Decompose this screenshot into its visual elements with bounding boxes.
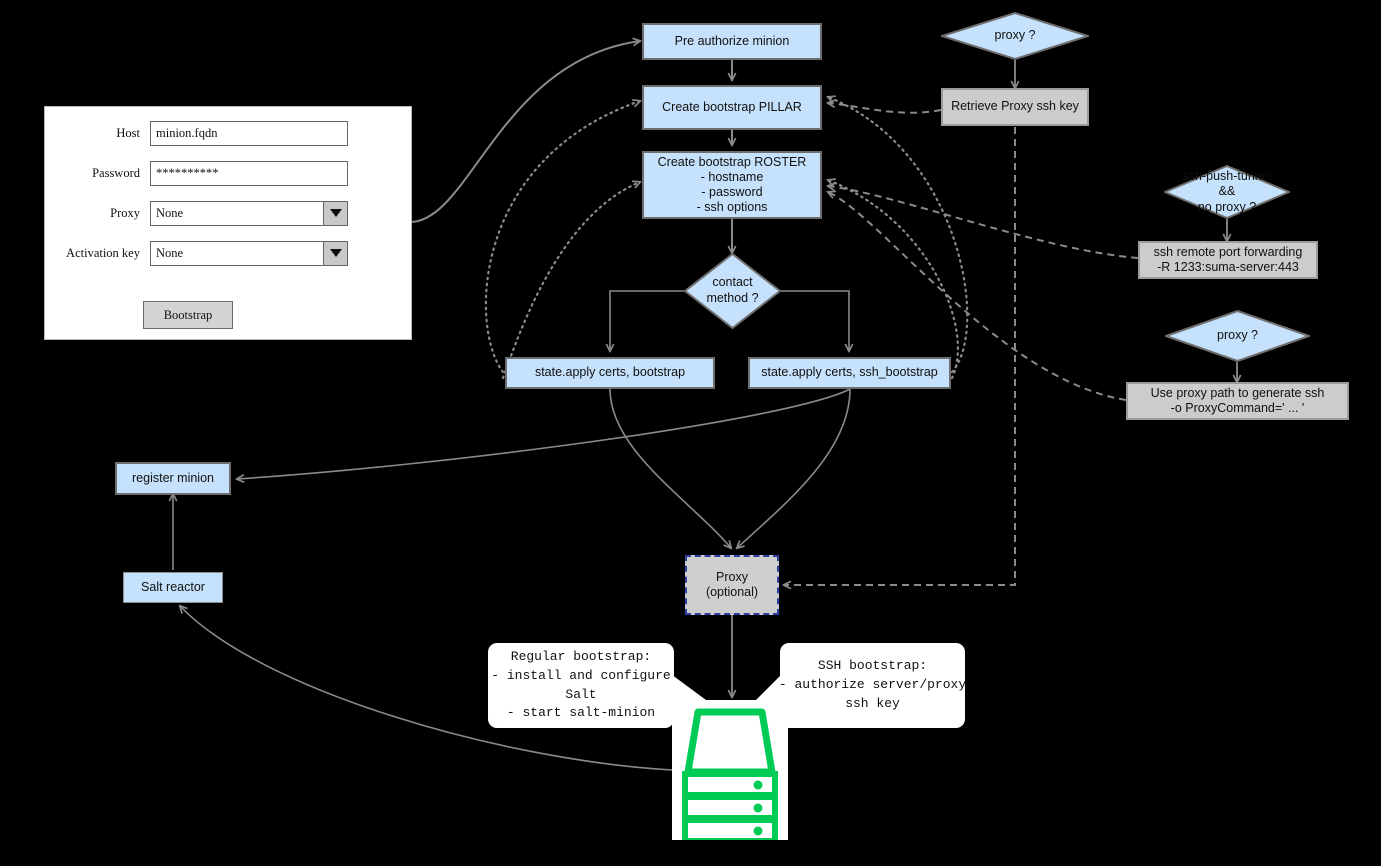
password-input[interactable]: ********** [150, 160, 348, 186]
proxy-decision-top-label: proxy ? [994, 28, 1036, 43]
proxy-optional-line1: Proxy [716, 569, 748, 584]
push-tunnel-line2: && [1218, 184, 1236, 199]
node-ssh-remote-port-forwarding[interactable]: ssh remote port forwarding -R 1233:suma-… [1138, 241, 1318, 279]
proxy-decision-bottom-label: proxy ? [1217, 328, 1258, 343]
activation-key-label: Activation key [66, 245, 140, 260]
node-retrieve-proxy-ssh-key[interactable]: Retrieve Proxy ssh key [941, 88, 1089, 126]
node-salt-reactor[interactable]: Salt reactor [123, 572, 223, 603]
ssh-remote-line1: ssh remote port forwarding [1153, 244, 1303, 259]
node-use-proxy-path[interactable]: Use proxy path to generate ssh -o ProxyC… [1126, 382, 1349, 420]
roster-line-password: - password [701, 185, 763, 199]
roster-title: Create bootstrap ROSTER [657, 154, 807, 169]
callout-ssh-bootstrap: SSH bootstrap: - authorize server/proxy … [779, 643, 966, 728]
form-row-password: Password ********** [45, 160, 348, 186]
form-row-host: Host minion.fqdn [45, 120, 348, 146]
proxy-label: Proxy [110, 205, 140, 220]
proxy-select-value: None [156, 205, 184, 220]
server-stack-icon [672, 700, 788, 844]
chevron-down-icon[interactable] [323, 201, 347, 225]
use-proxy-path-line2: -o ProxyCommand=' ... ' [1170, 401, 1305, 415]
node-state-apply-bootstrap[interactable]: state.apply certs, bootstrap [505, 357, 715, 389]
node-contact-method-decision[interactable]: contact method ? [684, 253, 781, 329]
use-proxy-path-line1: Use proxy path to generate ssh [1150, 385, 1325, 400]
roster-line-ssh-options: - ssh options [696, 200, 768, 215]
password-label: Password [92, 165, 140, 180]
chevron-down-icon[interactable] [323, 241, 347, 265]
host-label: Host [116, 125, 140, 140]
ssh-remote-line2: -R 1233:suma-server:443 [1157, 260, 1299, 274]
proxy-optional-line2: (optional) [705, 585, 759, 599]
activation-key-select[interactable]: None [150, 240, 348, 266]
form-row-proxy: Proxy None [45, 200, 348, 226]
node-state-apply-ssh-bootstrap[interactable]: state.apply certs, ssh_bootstrap [748, 357, 951, 389]
host-input[interactable]: minion.fqdn [150, 120, 348, 146]
node-create-bootstrap-roster[interactable]: Create bootstrap ROSTER - hostname - pas… [642, 151, 822, 219]
form-row-activation-key: Activation key None [45, 240, 348, 266]
node-proxy-decision-top[interactable]: proxy ? [941, 12, 1089, 60]
node-pre-authorize-minion[interactable]: Pre authorize minion [642, 23, 822, 60]
contact-method-line2: method ? [706, 291, 759, 305]
node-create-bootstrap-pillar[interactable]: Create bootstrap PILLAR [642, 85, 822, 130]
node-proxy-decision-bottom[interactable]: proxy ? [1165, 310, 1310, 362]
push-tunnel-line3: no proxy ? [1197, 199, 1257, 214]
callout-regular-bootstrap: Regular bootstrap: - install and configu… [488, 643, 674, 728]
node-ssh-push-tunnel-decision[interactable]: ssh-push-tunnel && no proxy ? [1164, 165, 1290, 219]
activation-key-select-value: None [156, 245, 184, 260]
contact-method-line1: contact [712, 275, 753, 290]
bootstrap-form-panel: Host minion.fqdn Password ********** Pro… [44, 106, 412, 340]
bootstrap-button[interactable]: Bootstrap [143, 301, 233, 329]
push-tunnel-line1: ssh-push-tunnel [1182, 168, 1272, 183]
proxy-select[interactable]: None [150, 200, 348, 226]
roster-line-hostname: - hostname [700, 169, 764, 184]
node-proxy-optional[interactable]: Proxy (optional) [685, 555, 779, 615]
